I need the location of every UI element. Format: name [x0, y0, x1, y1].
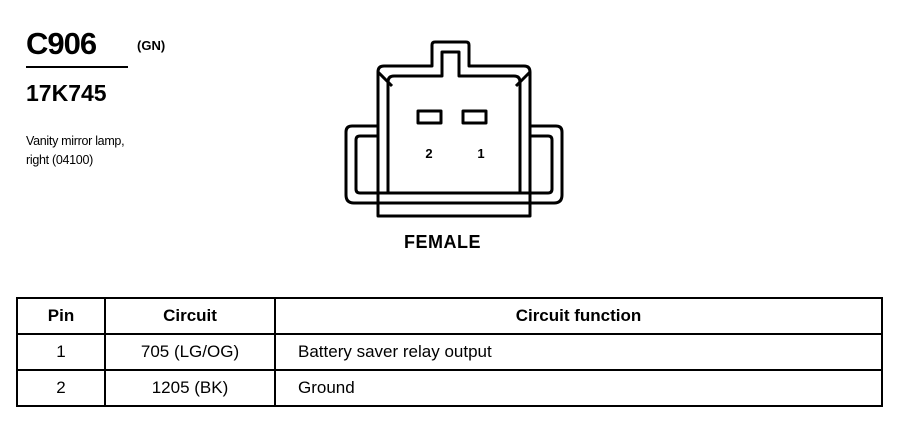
table-header-row: Pin Circuit Circuit function [16, 297, 883, 335]
connector-id-underline [26, 66, 128, 68]
cell-pin: 2 [16, 369, 106, 407]
header-circuit: Circuit [104, 297, 276, 335]
cell-pin: 1 [16, 333, 106, 371]
cell-circuit: 705 (LG/OG) [104, 333, 276, 371]
connector-id: C906 [26, 26, 97, 61]
wire-color-code: (GN) [137, 38, 166, 53]
connector-body-inner [386, 50, 522, 193]
description-line-2: right (04100) [26, 153, 93, 167]
cavity-pin-2 [416, 109, 443, 125]
connector-inner-housing [354, 134, 554, 195]
connector-face-diagram: 2 1 [344, 40, 564, 218]
connector-base [376, 203, 532, 218]
connector-outer-housing [344, 124, 564, 205]
cavity-label-2: 2 [425, 146, 432, 161]
connector-gender-label: FEMALE [404, 232, 481, 252]
chamfer-right [514, 70, 532, 88]
cell-circuit: 1205 (BK) [104, 369, 276, 407]
connector-description: Vanity mirror lamp, right (04100) [26, 132, 125, 170]
table-row: 1 705 (LG/OG) Battery saver relay output [16, 333, 883, 371]
part-number: 17K745 [26, 80, 107, 106]
pin-table: Pin Circuit Circuit function 1 705 (LG/O… [16, 297, 883, 407]
header-pin: Pin [16, 297, 106, 335]
table-row: 2 1205 (BK) Ground [16, 369, 883, 407]
connector-body [376, 40, 532, 203]
cell-circuit-function: Ground [274, 369, 883, 407]
header-circuit-function: Circuit function [274, 297, 883, 335]
description-line-1: Vanity mirror lamp, [26, 134, 125, 148]
cell-circuit-function: Battery saver relay output [274, 333, 883, 371]
cavity-pin-1 [461, 109, 488, 125]
chamfer-left [376, 70, 394, 88]
cavity-label-1: 1 [477, 146, 484, 161]
